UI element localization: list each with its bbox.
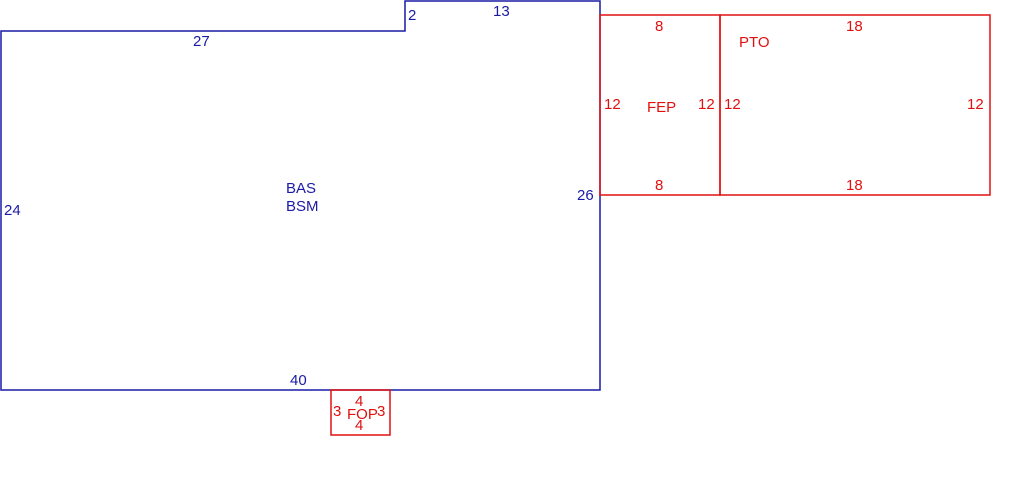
- fop-dim-top: 4: [355, 393, 363, 410]
- fep-code: FEP: [647, 99, 676, 116]
- fep-dim-left: 12: [604, 96, 621, 113]
- main-code-bsm: BSM: [286, 198, 319, 215]
- main-dim-top: 27: [193, 33, 210, 50]
- fop-dim-bottom: 4: [355, 417, 363, 434]
- main-dim-right: 26: [577, 187, 594, 204]
- fop-dim-right: 3: [377, 403, 385, 420]
- pto-dim-left: 12: [724, 96, 741, 113]
- fep-dim-right: 12: [698, 96, 715, 113]
- pto-outline: [719, 14, 991, 196]
- fop-code: FOP: [347, 406, 378, 423]
- main-dim-step: 2: [408, 7, 416, 24]
- main-dim-top-right: 13: [493, 3, 510, 20]
- main-dim-left: 24: [4, 202, 21, 219]
- fop-dim-left: 3: [333, 403, 341, 420]
- main-area-outline: [0, 0, 601, 391]
- pto-dim-top: 18: [846, 18, 863, 35]
- fop-outline: [330, 389, 391, 436]
- main-code-bas: BAS: [286, 180, 316, 197]
- pto-dim-bottom: 18: [846, 177, 863, 194]
- pto-code: PTO: [739, 34, 770, 51]
- fep-dim-bottom: 8: [655, 177, 663, 194]
- fep-dim-top: 8: [655, 18, 663, 35]
- pto-dim-right: 12: [967, 96, 984, 113]
- main-dim-bottom: 40: [290, 372, 307, 389]
